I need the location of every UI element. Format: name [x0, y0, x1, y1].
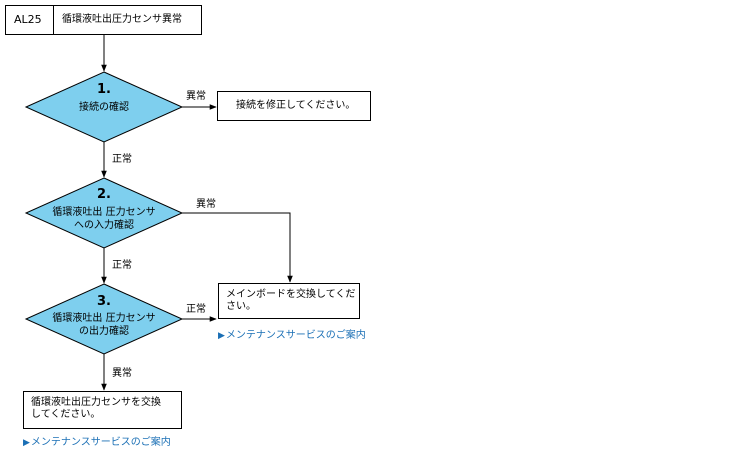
- maintenance-service-link-text: メンテナンスサービスのご案内: [225, 330, 366, 341]
- replace-sensor-box: 循環液吐出圧力センサを交換 してください。: [23, 391, 182, 429]
- replace-mainboard-line2: さい。: [226, 301, 256, 312]
- connector-step2-to-mainboard: [182, 212, 293, 283]
- replace-sensor-line2: してください。: [31, 409, 101, 420]
- step3-abnormal-label: 異常: [112, 368, 132, 379]
- step2-text-line2: への入力確認: [74, 220, 134, 231]
- alarm-code: AL25: [5, 5, 54, 35]
- step3-number: 3.: [97, 294, 111, 309]
- step1-number: 1.: [97, 82, 111, 97]
- alarm-title: 循環液吐出圧力センサ異常: [53, 5, 202, 35]
- step1-abnormal-label: 異常: [186, 91, 206, 102]
- step3-normal-label: 正常: [186, 304, 206, 315]
- play-triangle-icon: ▶: [23, 438, 30, 448]
- maintenance-service-link-right[interactable]: ▶メンテナンスサービスのご案内: [218, 326, 366, 341]
- replace-mainboard-line1: メインボードを交換してくだ: [226, 289, 356, 300]
- play-triangle-icon: ▶: [218, 331, 225, 341]
- step2-normal-label: 正常: [112, 260, 132, 271]
- replace-mainboard-box: メインボードを交換してくだ さい。: [218, 283, 360, 319]
- step2-text-line1: 循環液吐出 圧力センサ: [52, 207, 156, 218]
- step3-text-line1: 循環液吐出 圧力センサ: [52, 313, 156, 324]
- replace-sensor-line1: 循環液吐出圧力センサを交換: [31, 397, 161, 408]
- step2-number: 2.: [97, 187, 111, 202]
- fix-connection-box: 接続を修正してください。: [217, 91, 371, 121]
- maintenance-service-link-bottom[interactable]: ▶メンテナンスサービスのご案内: [23, 433, 171, 448]
- step1-normal-label: 正常: [112, 154, 132, 165]
- step3-text-line2: の出力確認: [79, 326, 129, 337]
- step1-text: 接続の確認: [79, 102, 129, 113]
- fix-connection-text: 接続を修正してください。: [236, 100, 356, 111]
- maintenance-service-link-text: メンテナンスサービスのご案内: [30, 437, 171, 448]
- step2-abnormal-label: 異常: [196, 199, 216, 210]
